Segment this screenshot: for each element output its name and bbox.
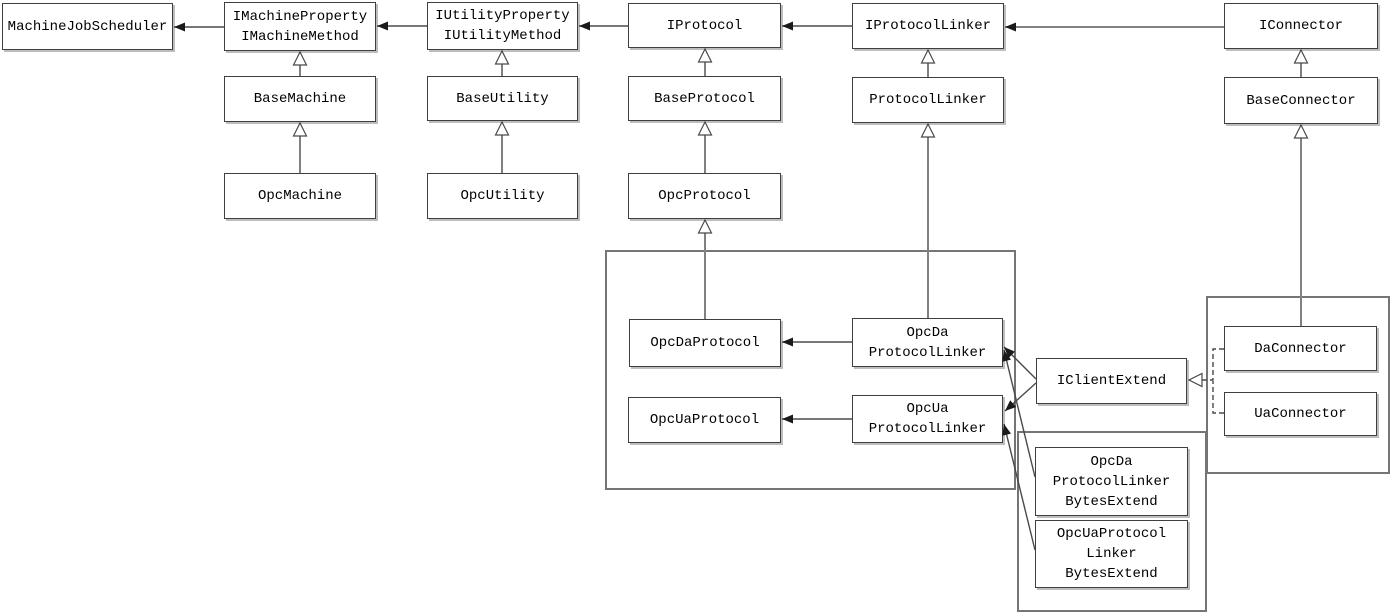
- class-opc-utility: OpcUtility: [427, 173, 578, 219]
- filled-arrowhead: [174, 22, 185, 32]
- class-name-label: OpcUtility: [460, 188, 545, 204]
- hollow-triangle-arrowhead: [292, 121, 308, 137]
- class-name-label: BaseMachine: [253, 91, 347, 107]
- filled-arrowhead: [579, 21, 590, 31]
- class-machine-job-scheduler: MachineJobScheduler: [2, 3, 173, 50]
- edge-opcutility-inherits-baseutility: [494, 120, 510, 173]
- class-name-label: IMachineProperty: [232, 8, 368, 25]
- class-name-label: MachineJobScheduler: [7, 18, 168, 35]
- hollow-triangle-arrowhead: [1293, 48, 1309, 64]
- class-name-label: Linker: [1086, 546, 1137, 562]
- class-name-label: OpcUaProtocol: [1056, 526, 1167, 542]
- hollow-triangle-arrowhead: [697, 120, 713, 136]
- class-name-label: IConnector: [1258, 18, 1343, 34]
- class-iconnector: IConnector: [1224, 3, 1378, 49]
- edge-iprotocollinker-to-iprotocol: [782, 21, 852, 31]
- class-iprotocol-linker: IProtocolLinker: [852, 3, 1004, 49]
- class-name-label: IUtilityProperty: [435, 8, 570, 24]
- class-name-label: BytesExtend: [1065, 493, 1158, 510]
- class-base-utility: BaseUtility: [427, 76, 578, 121]
- hollow-triangle-arrowhead: [494, 120, 510, 136]
- filled-arrowhead: [782, 21, 793, 31]
- filled-arrowhead: [377, 21, 388, 31]
- class-protocol-linker: ProtocolLinker: [852, 77, 1004, 123]
- class-name-label: ProtocolLinker: [868, 421, 987, 437]
- class-opc-da-protocol: OpcDaProtocol: [629, 319, 781, 367]
- class-ua-connector: UaConnector: [1224, 392, 1377, 436]
- edge-baseconnector-inherits-iconnector: [1293, 48, 1309, 77]
- hollow-triangle-arrowhead: [1187, 372, 1203, 388]
- class-opc-machine: OpcMachine: [224, 173, 376, 219]
- class-name-label: IMachineMethod: [241, 28, 359, 45]
- class-name-label: BaseProtocol: [654, 90, 755, 107]
- class-name-label: OpcDaProtocol: [650, 335, 760, 351]
- class-name-label: OpcDa: [906, 324, 949, 341]
- class-name-label: BaseConnector: [1246, 92, 1356, 109]
- class-base-machine: BaseMachine: [224, 76, 376, 122]
- class-iclient-extend: IClientExtend: [1036, 358, 1187, 404]
- edge-opcprotocol-inherits-baseprotocol: [697, 120, 713, 173]
- hollow-triangle-arrowhead: [697, 218, 713, 234]
- class-name-label: OpcDa: [1090, 453, 1133, 470]
- class-iprotocol: IProtocol: [628, 3, 781, 48]
- edge-protocollinker-inherits-iprotocollinker: [920, 48, 936, 77]
- container-connector-group: [1206, 296, 1390, 474]
- class-name-label: OpcMachine: [257, 188, 342, 204]
- edge-baseutility-inherits-iutility: [494, 49, 510, 76]
- class-base-protocol: BaseProtocol: [628, 76, 781, 121]
- class-opc-ua-protocol: OpcUaProtocol: [628, 397, 781, 443]
- class-name-label: OpcProtocol: [658, 188, 751, 204]
- class-name-label: ProtocolLinker: [868, 344, 987, 361]
- class-name-label: IProtocolLinker: [864, 18, 992, 34]
- hollow-triangle-arrowhead: [292, 50, 308, 66]
- class-name-label: OpcUaProtocol: [649, 412, 760, 428]
- class-opc-protocol: OpcProtocol: [628, 173, 781, 219]
- class-name-label: BytesExtend: [1065, 566, 1158, 582]
- class-name-label: IUtilityMethod: [443, 28, 562, 44]
- class-name-label: UaConnector: [1254, 406, 1347, 422]
- hollow-triangle-arrowhead: [697, 47, 713, 63]
- class-name-label: DaConnector: [1254, 340, 1347, 357]
- filled-arrowhead: [1005, 22, 1016, 32]
- class-name-label: IProtocol: [666, 17, 743, 34]
- edge-baseprotocol-inherits-iprotocol: [697, 47, 713, 76]
- hollow-triangle-arrowhead: [1293, 123, 1309, 139]
- hollow-triangle-arrowhead: [494, 49, 510, 65]
- class-name-label: ProtocolLinker: [869, 92, 987, 108]
- class-name-label: OpcUa: [906, 401, 949, 417]
- edge-iconnector-to-iprotocollinker: [1005, 22, 1224, 32]
- class-base-connector: BaseConnector: [1224, 77, 1378, 124]
- class-name-label: ProtocolLinker: [1052, 473, 1171, 490]
- edge-iutility-to-imachine: [377, 21, 427, 31]
- container-protocol-group: [605, 250, 1016, 490]
- edge-imachine-to-machinejobscheduler: [174, 22, 224, 32]
- edge-opcmachine-inherits-basemachine: [292, 121, 308, 173]
- class-name-label: IClientExtend: [1056, 373, 1167, 389]
- class-name-label: BaseUtility: [456, 90, 549, 107]
- edge-iprotocol-to-iutility: [579, 21, 628, 31]
- class-da-connector: DaConnector: [1224, 326, 1377, 371]
- hollow-triangle-arrowhead: [920, 122, 936, 138]
- edge-basemachine-inherits-imachine: [292, 50, 308, 76]
- hollow-triangle-arrowhead: [920, 48, 936, 64]
